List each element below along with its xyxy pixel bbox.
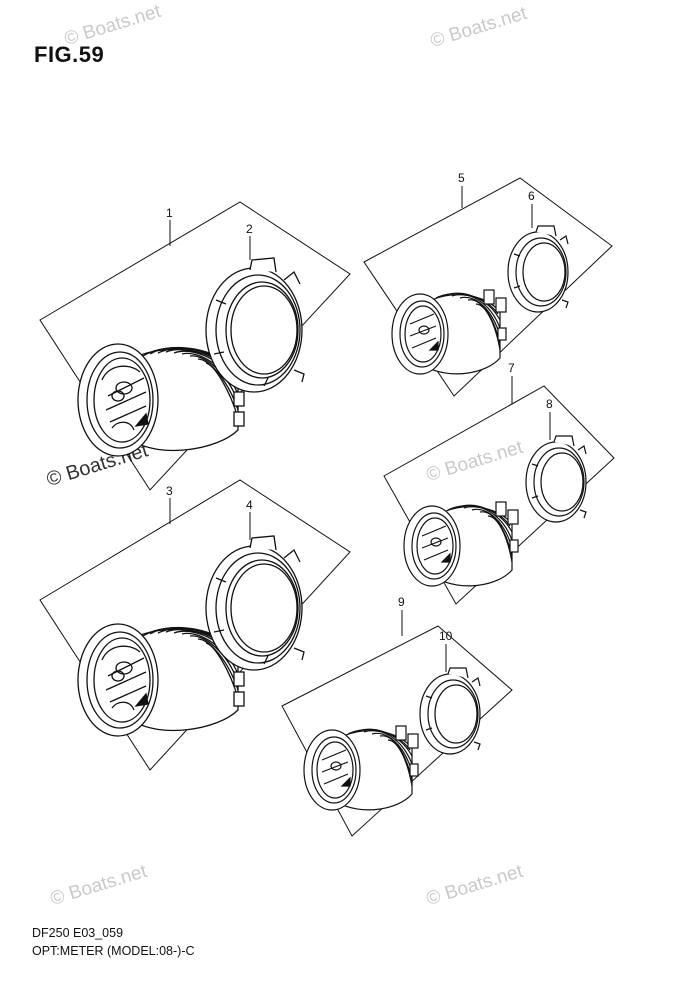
callout-1: 1 [166,206,173,220]
callout-9: 9 [398,595,405,609]
figure-title: FIG.59 [34,42,105,67]
ring-part-8 [525,435,587,523]
callout-7: 7 [508,361,515,375]
drawing-description: OPT:METER (MODEL:08-)-C [32,944,195,958]
callout-10: 10 [439,629,453,643]
gauge-part-5 [391,289,507,375]
callout-5: 5 [458,171,465,185]
drawing-code: DF250 E03_059 [32,926,124,940]
callout-2: 2 [246,222,253,236]
callout-6: 6 [528,189,535,203]
gauge-part-9 [303,725,419,811]
ring-part-10 [419,667,481,755]
gauge-part-7 [403,501,519,587]
ring-part-6 [507,225,569,313]
ring-part-2 [205,257,305,393]
callout-3: 3 [166,484,173,498]
callout-4: 4 [246,498,253,512]
ring-part-4 [205,535,305,671]
callout-8: 8 [546,397,553,411]
